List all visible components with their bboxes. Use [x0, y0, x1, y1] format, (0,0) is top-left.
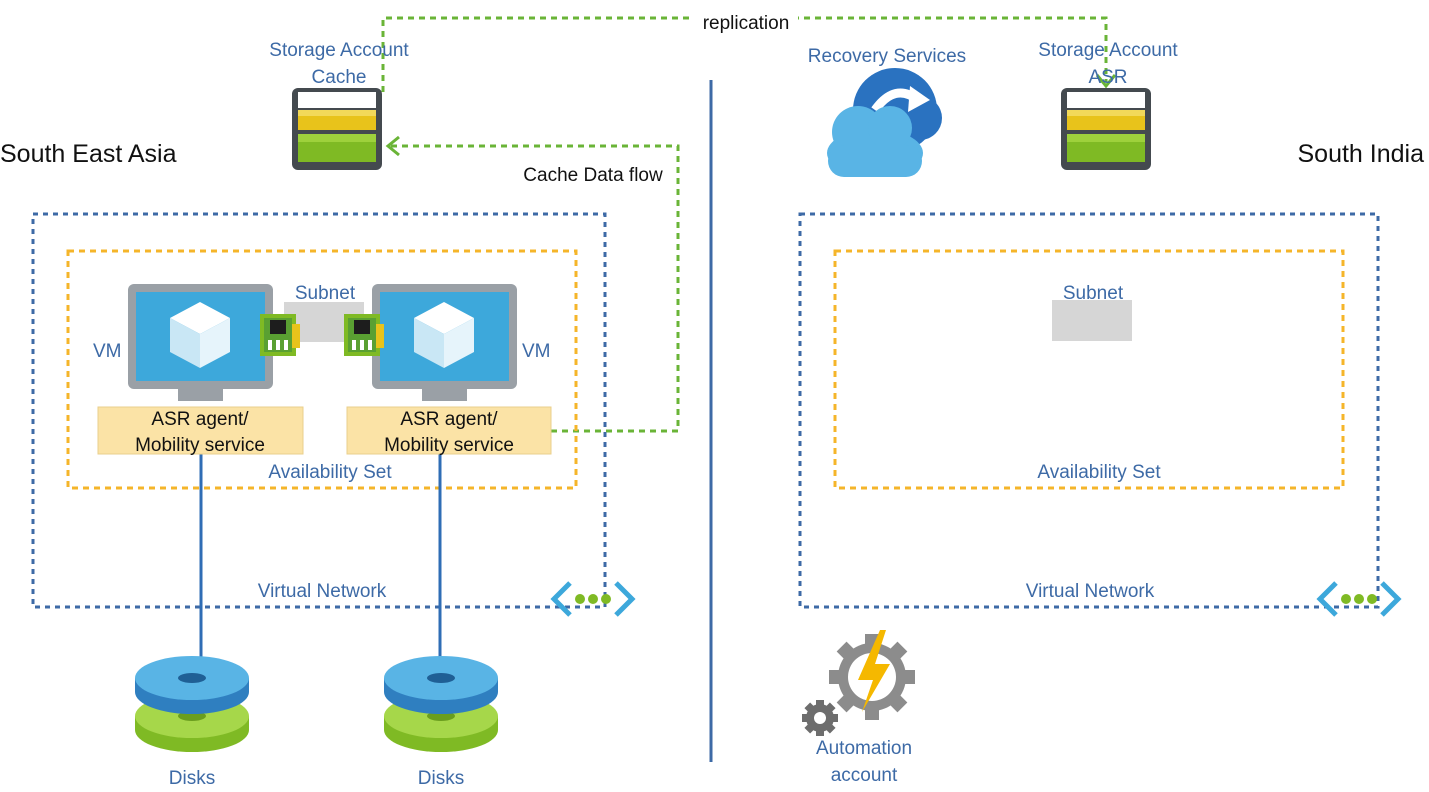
disk-icon	[135, 656, 249, 752]
vm-label-right: VM	[522, 341, 551, 362]
virtual-network-label-right: Virtual Network	[1026, 581, 1155, 602]
availability-set-label-right: Availability Set	[1037, 462, 1161, 483]
disk-icon	[384, 656, 498, 752]
cache-data-flow-arrowhead	[385, 135, 400, 157]
replication-path	[381, 16, 1108, 92]
subnet-label-right: Subnet	[1063, 283, 1124, 304]
storage-cache-label-line1: Storage Account	[269, 40, 409, 61]
subnet-label-left: Subnet	[295, 283, 356, 304]
cache-data-flow-path	[388, 144, 680, 433]
disks-label-1: Disks	[169, 768, 215, 789]
asr-agent-1-line1: ASR agent/	[151, 409, 249, 430]
cache-data-flow-label: Cache Data flow	[523, 165, 663, 186]
automation-label-line2: account	[831, 765, 898, 786]
asr-agent-2-line1: ASR agent/	[400, 409, 498, 430]
storage-asr-label-line2: ASR	[1088, 67, 1127, 88]
virtual-network-right	[798, 212, 1380, 609]
monitor-icon	[128, 284, 273, 401]
storage-icon	[292, 88, 382, 170]
virtual-network-left	[31, 212, 607, 609]
recovery-services-label: Recovery Services	[808, 46, 966, 67]
nic-icon	[344, 314, 384, 356]
availability-set-left	[66, 249, 578, 490]
disks-label-2: Disks	[418, 768, 464, 789]
monitor-icon	[372, 284, 517, 401]
storage-icon	[1061, 88, 1151, 170]
asr-agent-box-2	[346, 406, 552, 455]
cloud-recovery-icon	[827, 68, 942, 177]
replication-arrowhead	[1095, 74, 1117, 89]
automation-label-line1: Automation	[816, 738, 912, 759]
region-right-label: South India	[1298, 140, 1425, 168]
vm-label-left: VM	[93, 341, 122, 362]
region-left-label: South East Asia	[0, 140, 177, 168]
asr-agent-2-line2: Mobility service	[384, 435, 514, 456]
automation-gear-icon	[802, 630, 915, 736]
storage-asr-label-line1: Storage Account	[1038, 40, 1178, 61]
vnet-icon	[554, 583, 632, 615]
virtual-network-label-left: Virtual Network	[258, 581, 387, 602]
vnet-icon	[1320, 583, 1398, 615]
subnet-box-right	[1052, 300, 1132, 341]
replication-label: replication	[703, 13, 790, 34]
availability-set-label-left: Availability Set	[268, 462, 392, 483]
asr-agent-1-line2: Mobility service	[135, 435, 265, 456]
storage-cache-label-line2: Cache	[312, 67, 367, 88]
availability-set-right	[833, 249, 1345, 490]
asr-agent-box-1	[97, 406, 304, 455]
nic-icon	[260, 314, 300, 356]
